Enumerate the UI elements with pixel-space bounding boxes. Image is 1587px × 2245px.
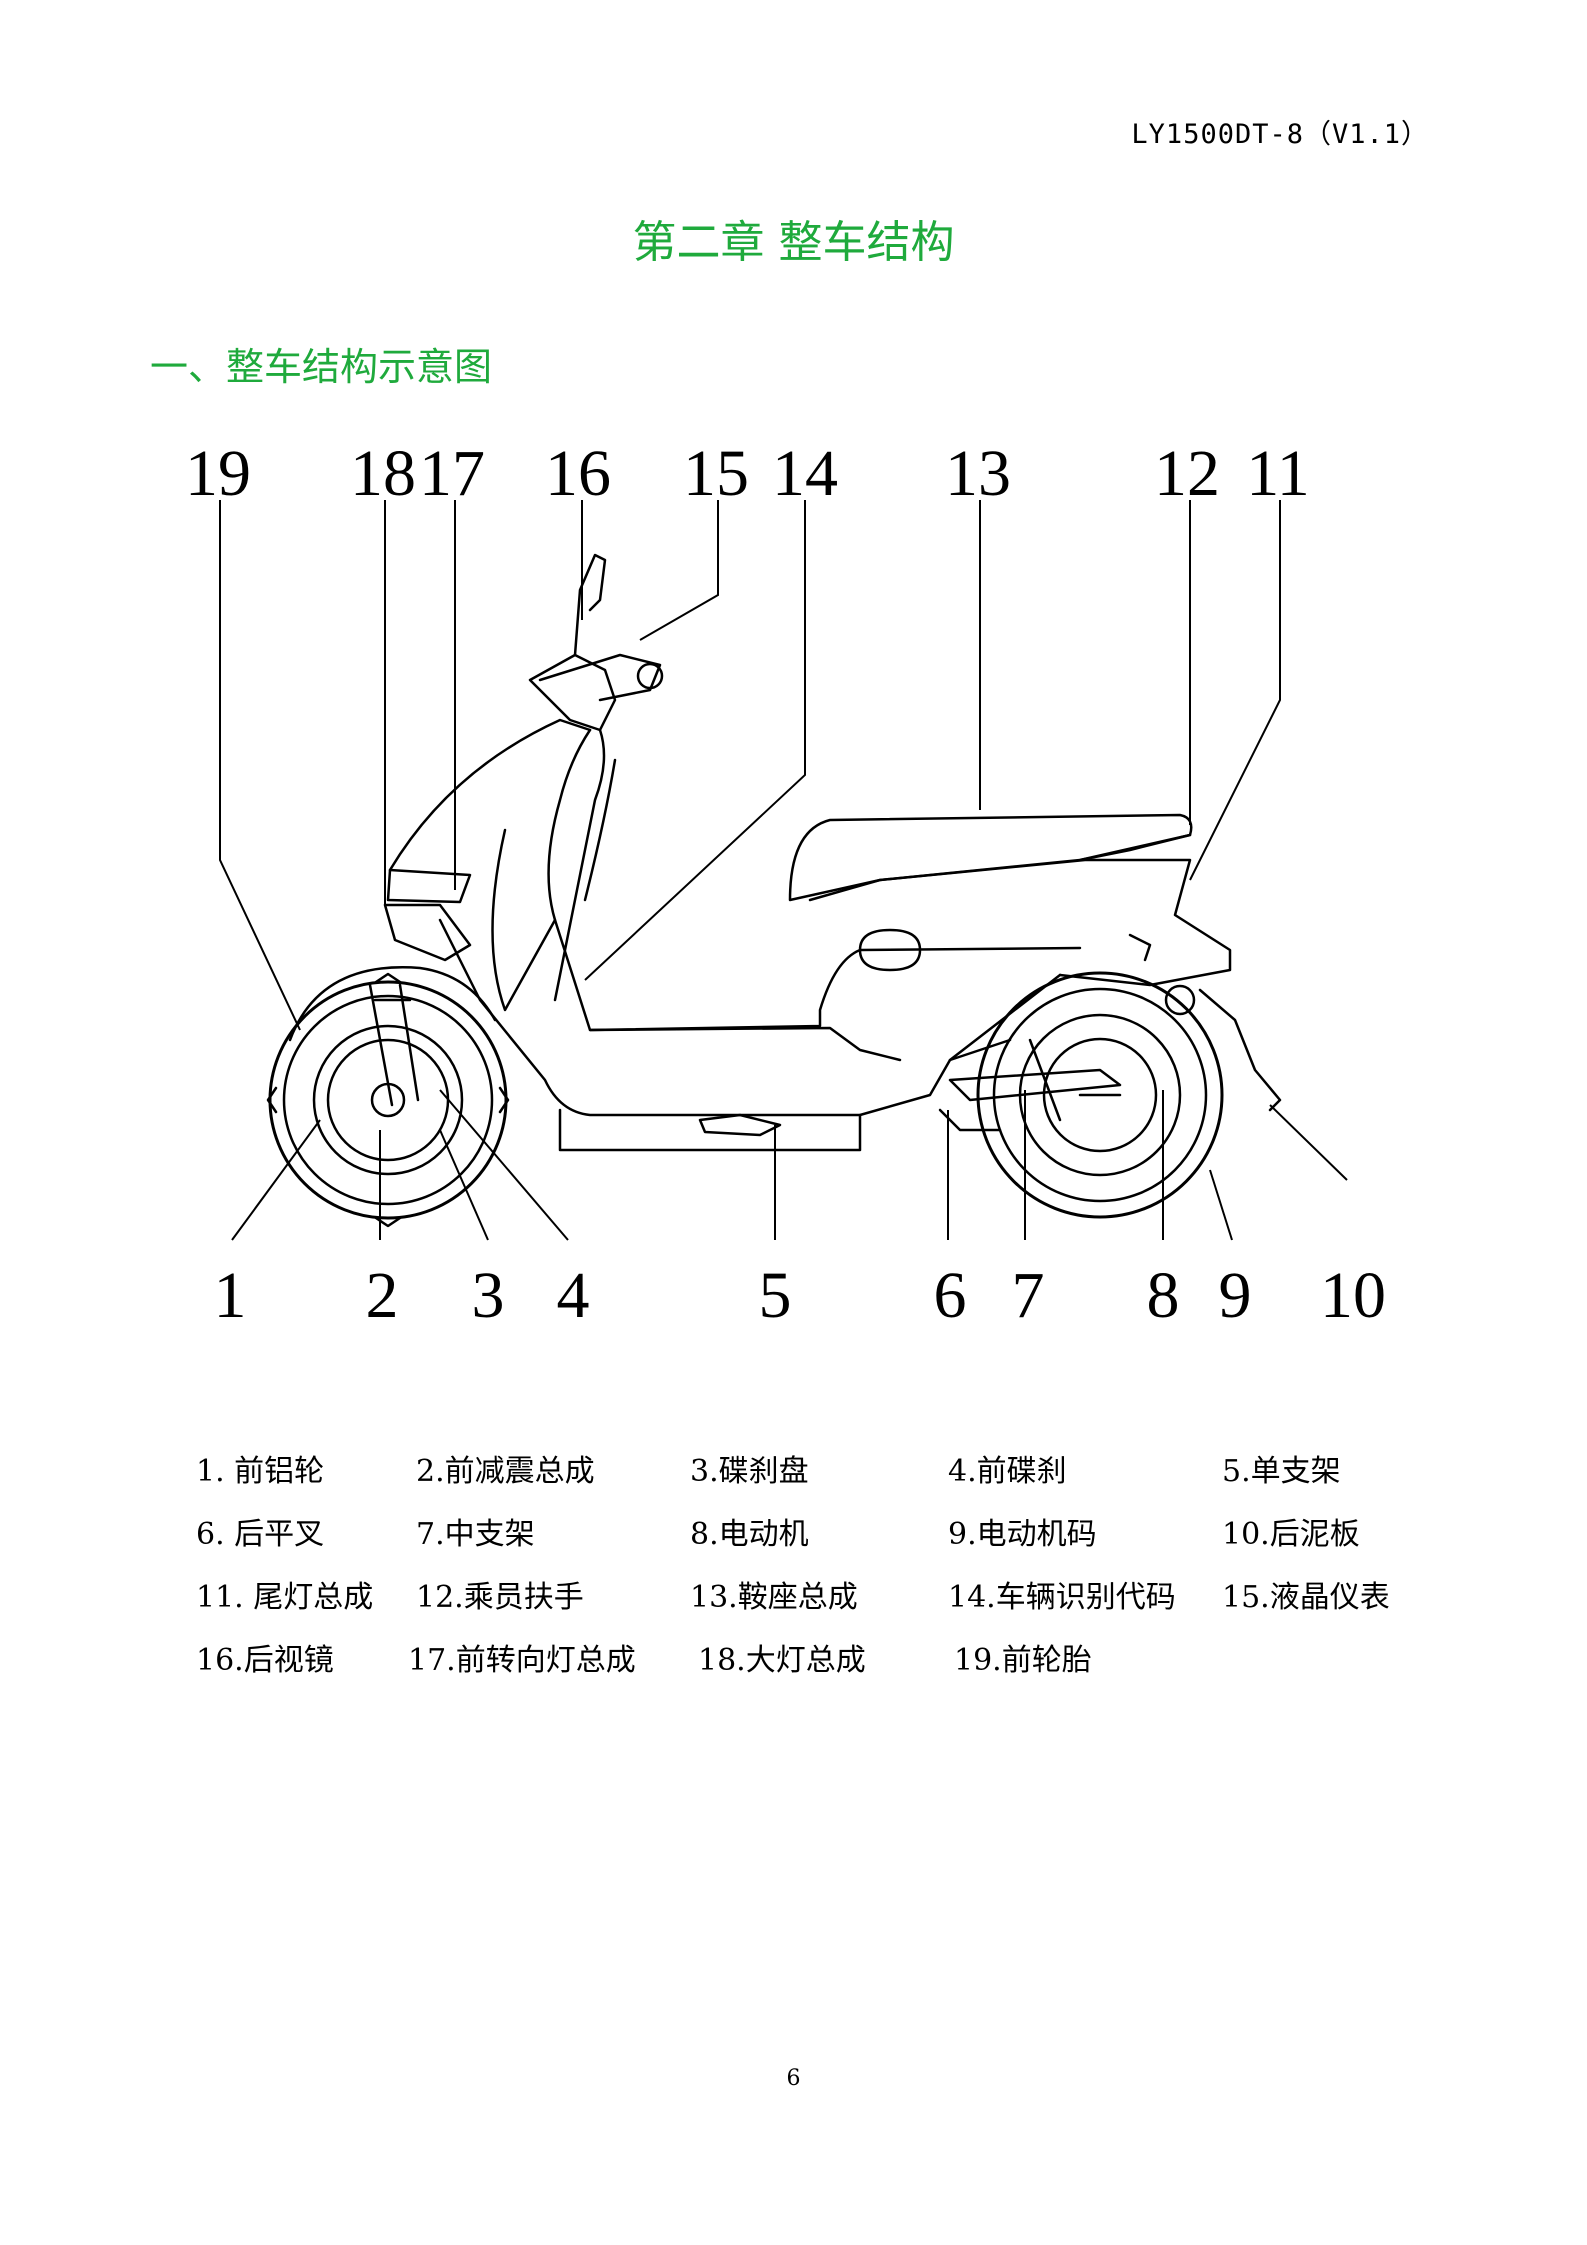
callout-16: 16 xyxy=(545,437,611,510)
legend-item: 13.鞍座总成 xyxy=(690,1580,858,1615)
legend-row: 6. 后平叉 7.中支架 8.电动机 9.电动机码 10.后泥板 xyxy=(196,1509,1446,1572)
callout-15: 15 xyxy=(683,437,749,510)
legend-item: 6. 后平叉 xyxy=(196,1517,325,1552)
scooter-drawing xyxy=(266,553,1282,1228)
legend-item: 17.前转向灯总成 xyxy=(408,1643,636,1678)
legend-item: 1. 前铝轮 xyxy=(196,1454,325,1489)
callout-numbers: 19 18 17 16 15 14 13 12 11 1 2 3 4 5 6 7… xyxy=(185,437,1386,1332)
callout-19: 19 xyxy=(185,437,251,510)
document-code: LY1500DT-8（V1.1） xyxy=(1131,119,1429,150)
callout-3: 3 xyxy=(472,1259,505,1332)
legend-item: 8.电动机 xyxy=(690,1517,809,1552)
leader-lines xyxy=(219,500,1348,1241)
legend-item: 14.车辆识别代码 xyxy=(948,1580,1176,1615)
callout-18: 18 xyxy=(350,437,416,510)
scooter-structure-diagram: 19 18 17 16 15 14 13 12 11 1 2 3 4 5 6 7… xyxy=(185,437,1386,1332)
page-number: 6 xyxy=(786,2066,801,2091)
callout-14: 14 xyxy=(772,437,838,510)
callout-13: 13 xyxy=(945,437,1011,510)
callout-1: 1 xyxy=(214,1259,247,1332)
parts-legend: 1. 前铝轮 2.前减震总成 3.碟刹盘 4.前碟刹 5.单支架 6. 后平叉 … xyxy=(196,1446,1446,1698)
chapter-title: 第二章 整车结构 xyxy=(632,217,955,268)
legend-item: 2.前减震总成 xyxy=(416,1454,595,1489)
legend-item: 16.后视镜 xyxy=(196,1643,334,1678)
callout-8: 8 xyxy=(1147,1259,1180,1332)
legend-item: 11. 尾灯总成 xyxy=(196,1580,374,1615)
callout-7: 7 xyxy=(1012,1259,1045,1332)
callout-17: 17 xyxy=(419,437,485,510)
callout-4: 4 xyxy=(557,1259,590,1332)
callout-9: 9 xyxy=(1219,1259,1252,1332)
callout-2: 2 xyxy=(366,1259,399,1332)
callout-10: 10 xyxy=(1320,1259,1386,1332)
callout-11: 11 xyxy=(1246,437,1310,510)
legend-row: 11. 尾灯总成 12.乘员扶手 13.鞍座总成 14.车辆识别代码 15.液晶… xyxy=(196,1572,1446,1635)
legend-item: 12.乘员扶手 xyxy=(416,1580,584,1615)
legend-item: 19.前轮胎 xyxy=(954,1643,1092,1678)
legend-item: 3.碟刹盘 xyxy=(690,1454,809,1489)
legend-item: 15.液晶仪表 xyxy=(1222,1580,1390,1615)
callout-5: 5 xyxy=(759,1259,792,1332)
legend-item: 10.后泥板 xyxy=(1222,1517,1360,1552)
legend-item: 4.前碟刹 xyxy=(948,1454,1067,1489)
legend-item: 18.大灯总成 xyxy=(698,1643,866,1678)
callout-12: 12 xyxy=(1154,437,1220,510)
callout-6: 6 xyxy=(934,1259,967,1332)
legend-item: 5.单支架 xyxy=(1222,1454,1341,1489)
legend-item: 9.电动机码 xyxy=(948,1517,1097,1552)
legend-row: 16.后视镜 17.前转向灯总成 18.大灯总成 19.前轮胎 xyxy=(196,1635,1446,1698)
section-title: 一、整车结构示意图 xyxy=(150,345,493,389)
legend-row: 1. 前铝轮 2.前减震总成 3.碟刹盘 4.前碟刹 5.单支架 xyxy=(196,1446,1446,1509)
legend-item: 7.中支架 xyxy=(416,1517,535,1552)
